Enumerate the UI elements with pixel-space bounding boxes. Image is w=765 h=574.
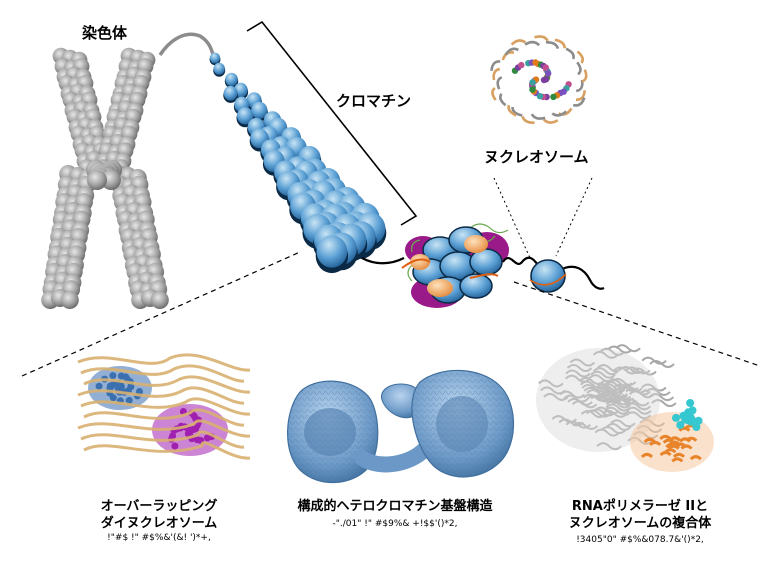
polymerase-complex-image — [536, 344, 714, 472]
chromatin-bracket — [246, 20, 418, 226]
panel1-title-line1: オーバーラッピング — [100, 499, 218, 514]
panel3-title: RNAポリメラーゼ IIと ヌクレオソームの複合体 — [550, 498, 730, 532]
panel1-subtitle: !"#$ !" #$%&'(&! ')*+, — [107, 533, 211, 543]
pointer-line — [555, 177, 593, 257]
heterochromatin-structure-image — [287, 369, 515, 484]
panel3-subtitle: !3405"0" #$%&078.7&'()*2, — [576, 535, 704, 545]
nucleosome-cluster — [401, 223, 509, 308]
chromatin-fiber — [209, 52, 387, 274]
dashed-line-right — [513, 281, 761, 367]
panel1-title: オーバーラッピング ダイヌクレオソーム — [84, 498, 234, 532]
panel2-title: 構成的ヘテロクロマチン基盤構造 — [285, 498, 505, 515]
chromosome-label: 染色体 — [82, 24, 128, 42]
panel2-title-line1: 構成的ヘテロクロマチン基盤構造 — [297, 499, 493, 514]
dashed-line-left — [21, 251, 301, 377]
chromosome-graphic — [41, 47, 169, 309]
panel3-title-line1: RNAポリメラーゼ IIと — [571, 499, 709, 514]
panel1-title-line2: ダイヌクレオソーム — [100, 516, 218, 531]
dna-strand-right — [502, 256, 605, 290]
chromatin-label: クロマチン — [336, 92, 412, 110]
nucleosome-structure-image — [490, 35, 588, 125]
nucleosome-label: ヌクレオソーム — [484, 148, 589, 166]
panel2-subtitle: -"./01" !" #$9%& +!$$'()*2, — [332, 519, 458, 529]
single-nucleosome — [529, 259, 567, 293]
dna-linker — [361, 257, 405, 265]
dna-strand — [158, 32, 217, 63]
dinucleosome-structure-image — [77, 353, 251, 460]
panel3-title-line2: ヌクレオソームの複合体 — [568, 516, 712, 531]
